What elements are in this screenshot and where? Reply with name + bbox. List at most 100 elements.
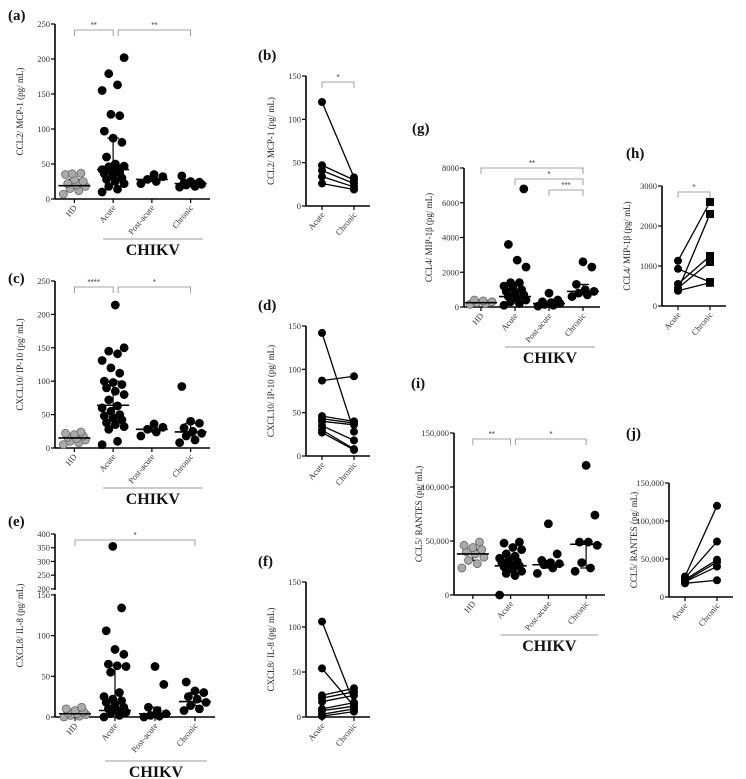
svg-text:Chronic: Chronic: [170, 452, 195, 480]
y-axis-label: CXCL10/ IP-10 (pg/ mL): [15, 318, 25, 410]
svg-text:0: 0: [46, 712, 50, 722]
svg-text:Acute: Acute: [99, 721, 120, 743]
svg-text:Acute: Acute: [97, 203, 118, 225]
svg-text:Acute: Acute: [499, 311, 520, 333]
svg-text:150: 150: [288, 577, 301, 587]
svg-text:Chronic: Chronic: [689, 310, 714, 338]
panel-label: (i): [411, 376, 425, 392]
significance-marker: ***: [561, 181, 570, 190]
y-axis-label: CCL4/ MIP-1β (pg/ mL): [622, 201, 632, 290]
svg-text:Post-acute: Post-acute: [523, 311, 554, 345]
svg-text:Acute: Acute: [306, 721, 327, 743]
svg-text:0: 0: [46, 194, 50, 204]
y-axis-label: CCL5/ RANTES (pg/ mL): [414, 466, 424, 562]
svg-text:6000: 6000: [442, 198, 459, 208]
svg-text:Chronic: Chronic: [565, 599, 590, 627]
svg-text:150: 150: [288, 321, 301, 331]
svg-text:Acute: Acute: [306, 210, 327, 232]
svg-text:0: 0: [660, 592, 664, 602]
svg-text:Acute: Acute: [662, 310, 683, 332]
significance-marker: *: [153, 278, 156, 287]
group-label: CHIKV: [126, 491, 181, 508]
svg-text:0: 0: [46, 443, 50, 453]
svg-text:Acute: Acute: [494, 599, 515, 621]
significance-marker: **: [91, 21, 97, 30]
panel-label: (g): [412, 121, 430, 137]
svg-text:250: 250: [37, 19, 50, 29]
svg-text:200: 200: [37, 54, 50, 64]
svg-text:100: 100: [37, 376, 50, 386]
significance-marker: *: [336, 73, 339, 82]
svg-text:100: 100: [37, 631, 50, 641]
svg-text:50: 50: [42, 410, 51, 420]
svg-text:Acute: Acute: [669, 601, 690, 623]
svg-text:200: 200: [37, 309, 50, 319]
svg-text:50: 50: [293, 667, 302, 677]
svg-text:0: 0: [455, 302, 459, 312]
svg-text:50: 50: [42, 159, 51, 169]
significance-marker: **: [529, 159, 535, 168]
group-label: CHIKV: [129, 764, 184, 779]
svg-text:350: 350: [37, 543, 50, 553]
significance-marker: *: [692, 183, 695, 192]
y-axis-label: CCL5/ RANTES (pg/ mL): [629, 492, 639, 588]
group-label: CHIKV: [522, 638, 577, 655]
svg-text:300: 300: [37, 556, 50, 566]
panel-label: (h): [626, 146, 644, 162]
svg-text:2000: 2000: [442, 267, 459, 277]
svg-text:100,000: 100,000: [421, 482, 449, 492]
svg-text:50,000: 50,000: [426, 536, 449, 546]
svg-text:Acute: Acute: [97, 452, 118, 474]
y-axis-label: CXCL8/ IL-8 (pg/ mL): [266, 608, 276, 692]
svg-text:Chronic: Chronic: [562, 311, 587, 339]
y-axis-label: CCL2/ MCP-1 (pg/ mL): [266, 97, 276, 185]
svg-text:200: 200: [37, 584, 50, 594]
panel-label: (d): [258, 298, 276, 314]
svg-text:3000: 3000: [640, 181, 657, 191]
svg-text:8000: 8000: [442, 163, 459, 173]
svg-text:100: 100: [288, 364, 301, 374]
svg-text:Post-acute: Post-acute: [126, 452, 157, 486]
significance-marker: *: [549, 430, 552, 439]
svg-text:Chronic: Chronic: [333, 460, 358, 488]
svg-text:HD: HD: [470, 311, 486, 327]
svg-text:2000: 2000: [640, 221, 657, 231]
svg-text:150,000: 150,000: [636, 478, 664, 488]
y-axis-label: CCL2/ MCP-1 (pg/ mL): [15, 68, 25, 156]
svg-text:100,000: 100,000: [636, 516, 664, 526]
svg-text:50: 50: [293, 408, 302, 418]
panel-label: (b): [258, 48, 276, 64]
group-label: CHIKV: [126, 242, 181, 259]
svg-text:Chronic: Chronic: [170, 203, 195, 231]
svg-text:0: 0: [297, 201, 301, 211]
svg-text:Acute: Acute: [306, 460, 327, 482]
y-axis-label: CXCL10/ IP-10 (pg/ mL): [266, 345, 276, 437]
svg-text:150,000: 150,000: [421, 428, 449, 438]
svg-text:150: 150: [37, 89, 50, 99]
y-axis-label: CXCL8/ IL-8 (pg/ mL): [15, 584, 25, 668]
svg-text:HD: HD: [63, 203, 79, 219]
svg-text:Chronic: Chronic: [333, 721, 358, 749]
panel-label: (e): [8, 514, 25, 530]
panel-label: (f): [258, 554, 273, 570]
panel-label: (j): [626, 426, 641, 442]
svg-text:400: 400: [37, 529, 50, 539]
significance-marker: **: [151, 21, 157, 30]
svg-text:4000: 4000: [442, 233, 459, 243]
svg-text:HD: HD: [63, 452, 79, 468]
significance-marker: *: [133, 531, 136, 540]
svg-text:Post-acute: Post-acute: [126, 203, 157, 237]
svg-text:50: 50: [42, 671, 51, 681]
significance-marker: ****: [88, 278, 100, 287]
svg-text:0: 0: [445, 590, 449, 600]
svg-text:Post-acute: Post-acute: [129, 721, 160, 755]
svg-text:Chronic: Chronic: [696, 601, 721, 629]
